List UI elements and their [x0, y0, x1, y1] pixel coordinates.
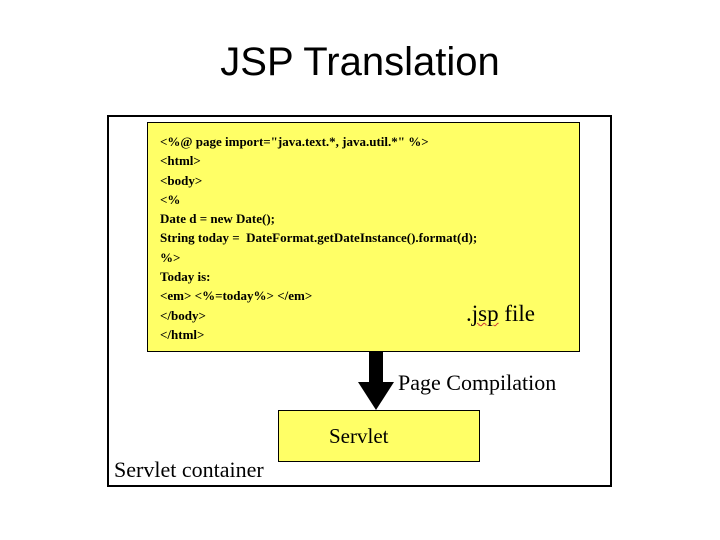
slide-title: JSP Translation — [220, 40, 500, 84]
down-arrow-icon — [358, 352, 394, 410]
code-line: <% — [160, 191, 181, 207]
code-line: </body> — [160, 307, 206, 323]
servlet-box: Servlet — [278, 410, 480, 462]
code-line: String today = DateFormat.getDateInstanc… — [160, 230, 478, 246]
code-line: </html> — [160, 326, 205, 342]
servlet-label: Servlet — [329, 424, 389, 448]
jsp-file-box: <%@ page import="java.text.*, java.util.… — [147, 122, 580, 352]
servlet-container-label: Servlet container — [114, 457, 264, 482]
jsp-file-label: .jsp file — [466, 301, 535, 327]
code-line: <%@ page import="java.text.*, java.util.… — [160, 134, 429, 149]
page-compilation-label: Page Compilation — [398, 370, 557, 395]
jsp-file-label-suffix: file — [498, 301, 535, 326]
code-line: <body> — [160, 172, 203, 188]
code-line: <html> — [160, 153, 201, 169]
jsp-code-listing: <%@ page import="java.text.*, java.util.… — [160, 132, 477, 344]
code-line: Today is: — [160, 269, 211, 285]
jsp-file-label-ext: jsp — [471, 301, 499, 326]
code-line: Date d = new Date(); — [160, 211, 275, 227]
code-line: <em> <%=today%> </em> — [160, 288, 313, 304]
code-line: %> — [160, 249, 181, 265]
jsp-file-label-prefix: . — [466, 301, 472, 326]
